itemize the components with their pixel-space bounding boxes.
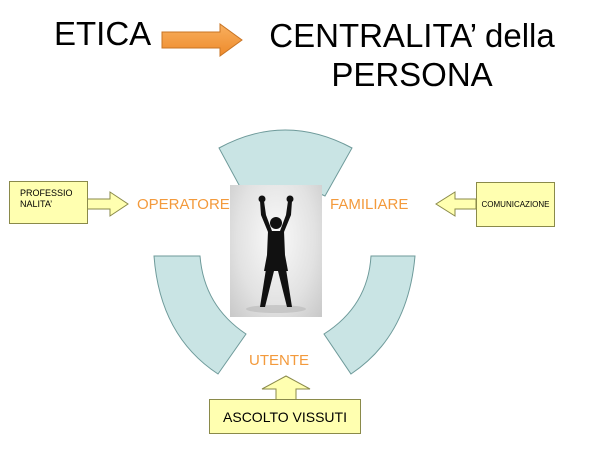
arc-right	[323, 255, 416, 375]
arrow-left-icon	[435, 191, 477, 217]
title-centralita: CENTRALITA’ della PERSONA	[262, 17, 562, 95]
title-arrow-icon	[161, 23, 243, 57]
label-utente: UTENTE	[249, 352, 309, 369]
label-familiare: FAMILIARE	[330, 196, 409, 213]
arc-left	[153, 255, 247, 375]
box-professionalita-line-1: PROFESSIO	[20, 188, 73, 198]
title-etica: ETICA	[54, 15, 152, 52]
box-professionalita: PROFESSIO NALITA’	[9, 181, 88, 224]
box-professionalita-line-2: NALITA’	[20, 199, 53, 209]
box-comunicazione: COMUNICAZIONE	[476, 182, 555, 227]
title-line-2: PERSONA	[331, 55, 493, 93]
title-line-1: CENTRALITA’ della	[269, 17, 555, 54]
box-ascolto-vissuti-text: ASCOLTO VISSUTI	[223, 409, 347, 425]
label-operatore: OPERATORE	[137, 196, 230, 213]
box-comunicazione-text: COMUNICAZIONE	[481, 200, 550, 209]
arrow-up-icon	[261, 375, 311, 401]
arrow-right-icon	[86, 191, 129, 217]
person-arms-raised-icon	[230, 185, 322, 317]
box-ascolto-vissuti: ASCOLTO VISSUTI	[209, 399, 361, 434]
